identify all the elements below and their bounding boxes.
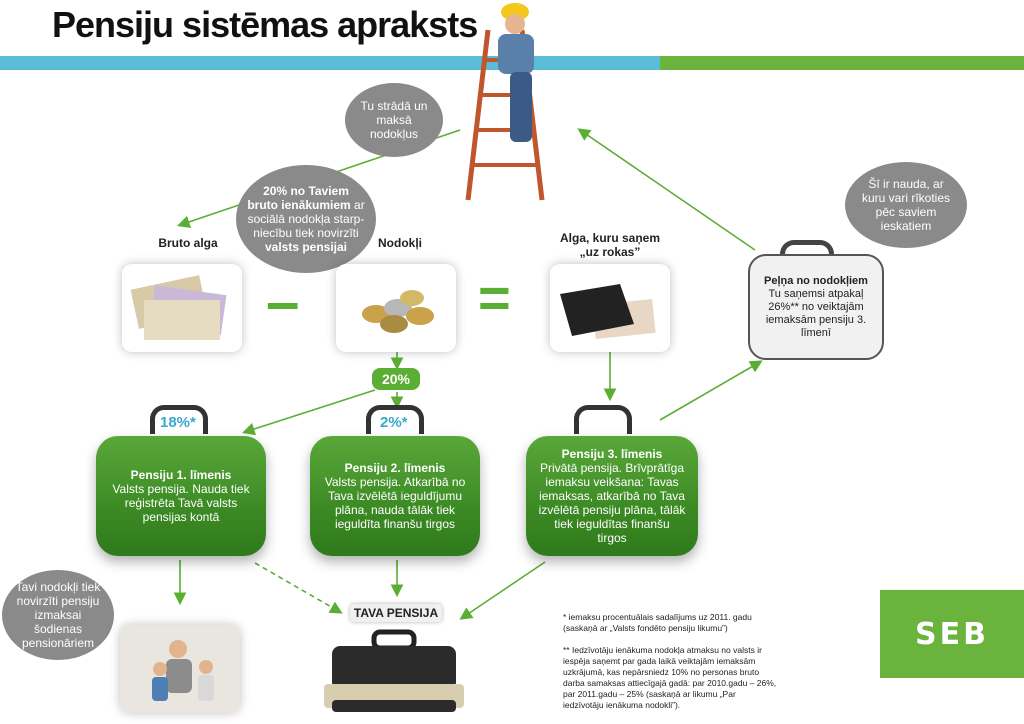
your-pension-label: TAVA PENSIJA (350, 604, 442, 622)
taxes-coins-image (336, 264, 456, 352)
label-gross-salary: Bruto alga (158, 236, 218, 250)
pension-level-2-suitcase: Pensiju 2. līmenis Valsts pensija. Atkar… (310, 436, 480, 556)
p1-body: Valsts pensija. Nauda tiek reģistrēta Ta… (112, 482, 250, 524)
p2-percent: 2%* (380, 414, 408, 431)
arrow-p3-to-pension (459, 561, 546, 620)
pension-level-1-suitcase: Pensiju 1. līmenis Valsts pensija. Nauda… (96, 436, 266, 556)
seb-logo: SEB (880, 590, 1024, 678)
bubble-tax-share: 20% no Taviem bruto ienākumiem ar sociāl… (236, 165, 376, 273)
coins-icon (362, 290, 434, 333)
net-salary-wallet-image (550, 264, 670, 352)
worker-on-ladder-illustration (460, 0, 560, 205)
wallet-icon (560, 284, 656, 340)
arrow-20-to-p1 (241, 389, 376, 436)
suitcase-icon (324, 629, 464, 712)
arrow-p1-to-pension (254, 562, 343, 614)
label-taxes: Nodokļi (378, 236, 422, 250)
refund-case-handle (780, 240, 834, 261)
family-icon (120, 625, 240, 713)
footnote-1: * iemaksu procentuālais sadalījums uz 20… (563, 612, 752, 633)
footnote-2: ** Iedzīvotāju ienākuma nodokļa atmaksu … (563, 645, 777, 710)
arrow-refund-to-worker (577, 128, 756, 251)
p3-title: Pensiju 3. līmenis (561, 447, 663, 461)
your-pension-suitcase-image (318, 624, 470, 716)
p2-title: Pensiju 2. līmenis (344, 461, 446, 475)
bubble-work-taxes: Tu strādā un maksā nodokļus (345, 83, 443, 157)
twenty-percent-badge: 20% (372, 368, 420, 390)
p1-case-handle (150, 405, 208, 434)
p2-body: Valsts pensija. Atkarībā no Tava izvēlēt… (324, 475, 466, 531)
refund-title: Peļņa no nodokļiem (764, 274, 868, 287)
header-band-green (660, 56, 1024, 70)
equals-operator: = (478, 266, 511, 329)
worker-icon (465, 3, 545, 201)
arrow-p3-to-refund (659, 360, 763, 421)
label-net-salary: Alga, kuru saņem„uz rokas” (559, 231, 661, 259)
banknotes-icon (130, 275, 227, 340)
refund-suitcase: Peļņa no nodokļiem Tu saņemsi atpakaļ 26… (748, 254, 884, 360)
p1-title: Pensiju 1. līmenis (130, 468, 232, 482)
p1-percent: 18%* (160, 414, 196, 431)
p3-body: Privātā pensija. Brīvprātīga iemaksu vei… (538, 461, 686, 545)
page-title: Pensiju sistēmas apraksts (52, 4, 478, 45)
pension-level-3-suitcase: Pensiju 3. līmenis Privātā pensija. Brīv… (526, 436, 698, 556)
bubble-retirees: Tavi nodokļi tiek novirzīti pensiju izma… (2, 570, 114, 660)
minus-operator: – (266, 268, 300, 335)
gross-salary-image (122, 264, 242, 352)
bubble-spend-money: Šī ir nauda, ar kuru vari rīkoties pēc s… (845, 162, 967, 248)
retirees-photo (120, 625, 240, 713)
p2-case-handle (366, 405, 424, 434)
p3-case-handle (574, 405, 632, 434)
refund-body: Tu saņemsi atpakaļ 26%** no veiktajām ie… (765, 287, 867, 339)
